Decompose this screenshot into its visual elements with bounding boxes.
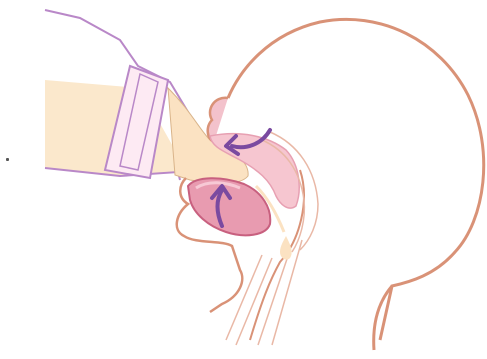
milk-drop xyxy=(280,236,292,260)
feeding-bottle-icon xyxy=(45,10,248,183)
